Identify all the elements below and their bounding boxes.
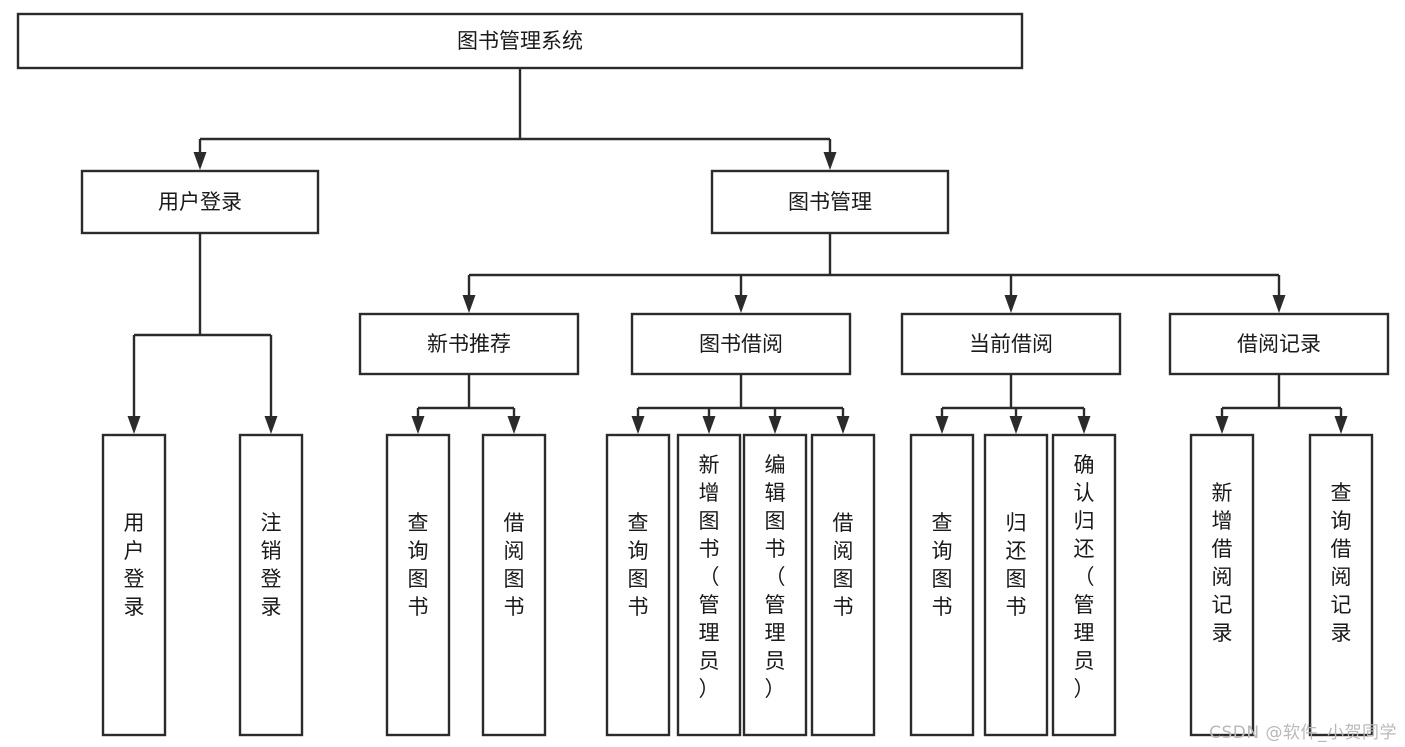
node-box-leaf-add-book-admin	[676, 433, 742, 737]
node-box-leaf-add-borrow-record	[1189, 433, 1255, 737]
arrow-head-icon	[836, 416, 850, 434]
connector-group-new-book-recommend	[411, 374, 521, 434]
arrow-head-icon	[507, 416, 521, 434]
node-leaf-confirm-return-admin[interactable]: 确认归还（管理员）	[1051, 433, 1117, 737]
node-label-root: 图书管理系统	[457, 29, 583, 53]
arrow-head-icon	[1334, 416, 1348, 434]
node-user-login[interactable]: 用户登录	[80, 169, 320, 235]
node-layer: 图书管理系统用户登录图书管理新书推荐图书借阅当前借阅借阅记录用户登录注销登录查询…	[16, 12, 1390, 737]
connector-group-book-borrow	[631, 374, 850, 434]
node-box-book-manage	[710, 169, 950, 235]
node-box-leaf-query-book-recommend	[385, 433, 451, 737]
arrow-head-icon	[631, 416, 645, 434]
node-label-leaf-return-book: 归还图书	[1006, 511, 1027, 619]
arrow-head-icon	[768, 416, 782, 434]
node-leaf-borrow-book-recommend[interactable]: 借阅图书	[481, 433, 547, 737]
node-label-leaf-edit-book-admin: 编辑图书（管理员）	[765, 453, 786, 701]
node-box-leaf-borrow-book	[810, 433, 876, 737]
node-label-borrow-record: 借阅记录	[1237, 332, 1321, 356]
node-leaf-return-book[interactable]: 归还图书	[983, 433, 1049, 737]
node-label-leaf-confirm-return-admin: 确认归还（管理员）	[1074, 453, 1095, 701]
node-box-root	[16, 12, 1024, 70]
arrow-head-icon	[935, 416, 949, 434]
node-leaf-user-login[interactable]: 用户登录	[101, 433, 167, 737]
node-box-leaf-confirm-return-admin	[1051, 433, 1117, 737]
node-book-borrow[interactable]: 图书借阅	[630, 312, 852, 376]
connector-group-book-manage	[462, 233, 1286, 313]
node-box-leaf-borrow-book-recommend	[481, 433, 547, 737]
node-box-leaf-query-book-borrow	[605, 433, 671, 737]
node-box-current-borrow	[900, 312, 1122, 376]
connector-layer	[127, 68, 1348, 434]
node-label-leaf-user-login: 用户登录	[124, 511, 145, 619]
node-new-book-recommend[interactable]: 新书推荐	[358, 312, 580, 376]
node-label-current-borrow: 当前借阅	[969, 332, 1053, 356]
arrow-head-icon	[193, 152, 207, 170]
node-box-borrow-record	[1168, 312, 1390, 376]
arrow-head-icon	[823, 152, 837, 170]
node-leaf-query-book-recommend[interactable]: 查询图书	[385, 433, 451, 737]
node-label-leaf-borrow-book: 借阅图书	[833, 511, 854, 619]
node-box-leaf-return-book	[983, 433, 1049, 737]
node-current-borrow[interactable]: 当前借阅	[900, 312, 1122, 376]
node-label-leaf-query-book-recommend: 查询图书	[408, 511, 429, 619]
connector-group-user-login	[127, 233, 278, 434]
connector-group-current-borrow	[935, 374, 1091, 434]
node-label-book-borrow: 图书借阅	[699, 332, 783, 356]
node-label-leaf-add-book-admin: 新增图书（管理员）	[699, 453, 720, 701]
node-label-book-manage: 图书管理	[788, 190, 872, 214]
node-box-leaf-query-book-current	[909, 433, 975, 737]
arrow-head-icon	[1272, 295, 1286, 313]
node-leaf-query-borrow-record[interactable]: 查询借阅记录	[1308, 433, 1374, 737]
node-leaf-add-book-admin[interactable]: 新增图书（管理员）	[676, 433, 742, 737]
arrow-head-icon	[462, 295, 476, 313]
arrow-head-icon	[1077, 416, 1091, 434]
node-label-new-book-recommend: 新书推荐	[427, 332, 511, 356]
node-leaf-query-book-current[interactable]: 查询图书	[909, 433, 975, 737]
node-root[interactable]: 图书管理系统	[16, 12, 1024, 70]
node-label-leaf-add-borrow-record: 新增借阅记录	[1212, 481, 1233, 645]
arrow-head-icon	[1004, 295, 1018, 313]
connector-group-borrow-record	[1215, 374, 1348, 434]
arrow-head-icon	[1009, 416, 1023, 434]
node-book-manage[interactable]: 图书管理	[710, 169, 950, 235]
node-box-book-borrow	[630, 312, 852, 376]
arrow-head-icon	[411, 416, 425, 434]
node-label-leaf-query-borrow-record: 查询借阅记录	[1331, 481, 1352, 645]
arrow-head-icon	[1215, 416, 1229, 434]
node-borrow-record[interactable]: 借阅记录	[1168, 312, 1390, 376]
node-leaf-add-borrow-record[interactable]: 新增借阅记录	[1189, 433, 1255, 737]
node-box-leaf-query-borrow-record	[1308, 433, 1374, 737]
node-label-user-login: 用户登录	[158, 190, 242, 214]
node-label-leaf-borrow-book-recommend: 借阅图书	[504, 511, 525, 619]
arrow-head-icon	[734, 295, 748, 313]
node-box-user-login	[80, 169, 320, 235]
arrow-head-icon	[264, 416, 278, 434]
node-box-new-book-recommend	[358, 312, 580, 376]
node-leaf-borrow-book[interactable]: 借阅图书	[810, 433, 876, 737]
node-label-leaf-logout: 注销登录	[261, 511, 282, 619]
node-box-leaf-logout	[238, 433, 304, 737]
node-leaf-edit-book-admin[interactable]: 编辑图书（管理员）	[742, 433, 808, 737]
node-label-leaf-query-book-borrow: 查询图书	[628, 511, 649, 619]
node-box-leaf-user-login	[101, 433, 167, 737]
node-leaf-logout[interactable]: 注销登录	[238, 433, 304, 737]
connector-group-root	[193, 68, 837, 170]
node-label-leaf-query-book-current: 查询图书	[932, 511, 953, 619]
arrow-head-icon	[702, 416, 716, 434]
node-box-leaf-edit-book-admin	[742, 433, 808, 737]
arrow-head-icon	[127, 416, 141, 434]
node-leaf-query-book-borrow[interactable]: 查询图书	[605, 433, 671, 737]
